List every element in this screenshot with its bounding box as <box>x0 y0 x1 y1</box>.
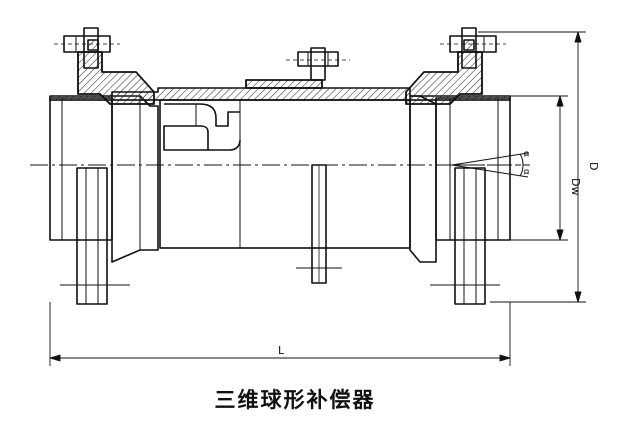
pipe-diameter-label: Dw <box>569 178 582 195</box>
angle-indicator <box>451 152 529 178</box>
center-bolt-assembly <box>286 47 350 284</box>
right-pipe-end <box>409 95 511 305</box>
ball-seal-profile <box>163 103 241 151</box>
length-label: L <box>278 344 285 357</box>
outer-diameter-label: D <box>587 162 600 170</box>
left-pipe-end <box>49 95 159 305</box>
left-bolt-assembly <box>54 27 155 105</box>
figure-caption: 三维球形补偿器 <box>214 388 376 412</box>
angle-label-top: α <box>521 151 531 157</box>
center-sleeve <box>49 79 511 249</box>
angle-label-bottom: α <box>521 169 531 175</box>
dimension-lines <box>49 31 586 366</box>
right-bolt-assembly <box>405 27 506 105</box>
